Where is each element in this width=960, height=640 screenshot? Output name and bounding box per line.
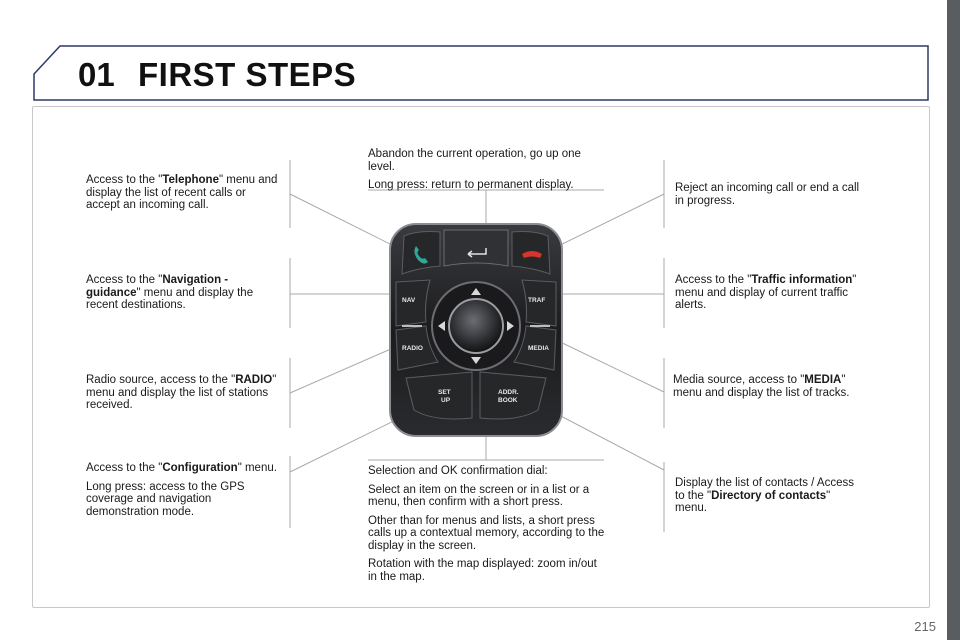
nav-button[interactable] bbox=[395, 279, 431, 327]
address-book-label-1: ADDR. bbox=[498, 389, 519, 396]
telephone-menu-name: Telephone bbox=[162, 174, 219, 186]
sidebar-strip bbox=[947, 0, 960, 640]
arrow-left-icon bbox=[438, 321, 445, 331]
address-book-button[interactable] bbox=[479, 371, 547, 420]
arrow-up-icon bbox=[471, 288, 481, 295]
address-book-label-2: BOOK bbox=[498, 397, 518, 404]
radio-button[interactable] bbox=[395, 325, 439, 371]
back-arrow-icon bbox=[467, 248, 487, 258]
traffic-button[interactable] bbox=[521, 279, 557, 327]
callout-reject: Reject an incoming call or end a call in… bbox=[675, 182, 860, 207]
callout-configuration: Access to the "Configuration" menu. Long… bbox=[86, 462, 277, 518]
contacts-menu-name: Directory of contacts bbox=[711, 489, 827, 502]
callout-media: Media source, access to "MEDIA" menu and… bbox=[673, 374, 850, 399]
media-button-label: MEDIA bbox=[528, 345, 549, 352]
controller-illustration: NAV TRAF RADIO MEDIA SET UP ADDR. BOOK bbox=[389, 223, 563, 437]
navigation-menu-name: Navigation - guidance bbox=[86, 274, 229, 299]
header-bar bbox=[33, 45, 929, 101]
callout-traffic: Access to the "Traffic information" menu… bbox=[675, 274, 857, 311]
chapter-number: 01 bbox=[78, 56, 115, 93]
arrow-right-icon bbox=[507, 321, 514, 331]
configuration-menu-name: Configuration bbox=[162, 462, 238, 474]
callout-navigation: Access to the "Navigation - guidance" me… bbox=[86, 274, 254, 311]
call-accept-button[interactable] bbox=[401, 231, 441, 275]
arrow-down-icon bbox=[471, 357, 481, 364]
setup-button-label-1: SET bbox=[438, 389, 451, 396]
callout-radio: Radio source, access to the "RADIO" menu… bbox=[86, 374, 277, 411]
setup-button[interactable] bbox=[405, 371, 473, 420]
media-button[interactable] bbox=[513, 325, 557, 371]
media-menu-name: MEDIA bbox=[804, 374, 842, 386]
phone-accept-icon bbox=[414, 246, 428, 264]
traffic-menu-name: Traffic information bbox=[751, 274, 853, 286]
callout-dial: Selection and OK confirmation dial: Sele… bbox=[368, 465, 605, 583]
phone-reject-icon bbox=[522, 251, 542, 258]
callout-back: Abandon the current operation, go up one… bbox=[368, 148, 581, 191]
traffic-button-label: TRAF bbox=[528, 297, 545, 304]
callout-contacts: Display the list of contacts / Access to… bbox=[675, 477, 854, 514]
page-number: 215 bbox=[914, 619, 936, 634]
content-panel bbox=[32, 106, 930, 608]
selection-dial[interactable] bbox=[448, 298, 504, 354]
setup-button-label-2: UP bbox=[441, 397, 451, 404]
chapter-title: FIRST STEPS bbox=[138, 56, 357, 93]
back-button[interactable] bbox=[443, 229, 509, 267]
radio-menu-name: RADIO bbox=[235, 374, 273, 386]
nav-button-label: NAV bbox=[402, 297, 416, 304]
radio-button-label: RADIO bbox=[402, 345, 423, 352]
callout-telephone: Access to the "Telephone" menu and displ… bbox=[86, 174, 278, 211]
